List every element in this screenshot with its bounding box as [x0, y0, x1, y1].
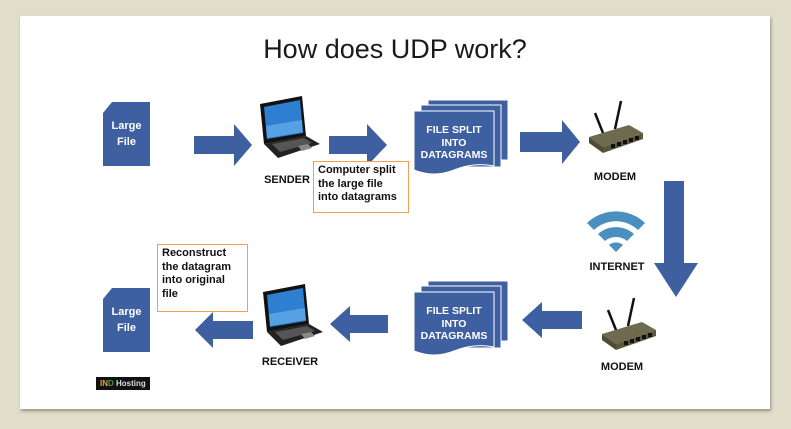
brand-part: Hosting — [113, 379, 146, 388]
datagram-line: DATAGRAMS — [420, 330, 488, 342]
datagram-line: DATAGRAMS — [420, 149, 488, 161]
large-file-result: Large File — [103, 288, 150, 352]
file-icon — [103, 102, 150, 166]
split-note: Computer split the large file into datag… — [313, 161, 409, 213]
arrow-left-icon — [330, 306, 388, 342]
datagram-line: INTO — [441, 136, 467, 149]
file-label-line: Large — [111, 120, 142, 132]
arrow-down-icon — [654, 181, 698, 297]
note-line: Computer split — [318, 164, 396, 176]
large-file-source: Large File — [103, 102, 150, 166]
arrow-left-icon — [522, 302, 582, 338]
datagram-line: FILE SPLIT — [426, 124, 482, 136]
note-line: the large file — [318, 177, 383, 190]
laptop-icon — [260, 96, 320, 158]
brand-logo: IND Hosting — [96, 377, 150, 390]
modem-bottom-label: MODEM — [600, 361, 644, 373]
arrow-right-icon — [329, 124, 387, 166]
wifi-icon — [587, 211, 645, 252]
modem-top-label: MODEM — [593, 171, 637, 183]
slide: How does UDP work? Large File SENDER Com… — [20, 16, 770, 409]
file-label-line: Large — [111, 306, 142, 318]
arrow-right-icon — [194, 124, 252, 166]
note-line: file — [162, 287, 178, 300]
file-icon — [103, 288, 150, 352]
datagrams-stack: FILE SPLIT INTO DATAGRAMS — [412, 99, 512, 178]
reconstruct-note: Reconstruct the datagram into original f… — [157, 244, 248, 312]
note-line: Reconstruct — [162, 247, 227, 259]
file-label-line: File — [117, 322, 136, 334]
receiver-label: RECEIVER — [261, 356, 319, 368]
file-label-line: File — [117, 136, 136, 148]
router-icon — [589, 100, 643, 153]
documents-icon — [413, 280, 509, 356]
note-line: the datagram — [162, 260, 232, 273]
internet-label: INTERNET — [589, 261, 645, 273]
laptop-icon — [263, 284, 323, 346]
datagram-line: FILE SPLIT — [426, 305, 482, 317]
slide-title: How does UDP work? — [263, 34, 527, 64]
brand-part: IN — [100, 379, 108, 388]
note-line: into original — [162, 274, 225, 286]
arrow-left-icon — [195, 312, 253, 348]
sender-label: SENDER — [264, 174, 310, 186]
documents-icon — [413, 99, 509, 175]
arrow-right-icon — [520, 120, 580, 164]
datagram-line: INTO — [441, 317, 467, 330]
datagrams-stack-received: FILE SPLIT INTO DATAGRAMS — [412, 280, 512, 359]
router-icon — [602, 297, 656, 350]
brand-part: D — [108, 379, 114, 388]
note-line: into datagrams — [318, 191, 397, 203]
